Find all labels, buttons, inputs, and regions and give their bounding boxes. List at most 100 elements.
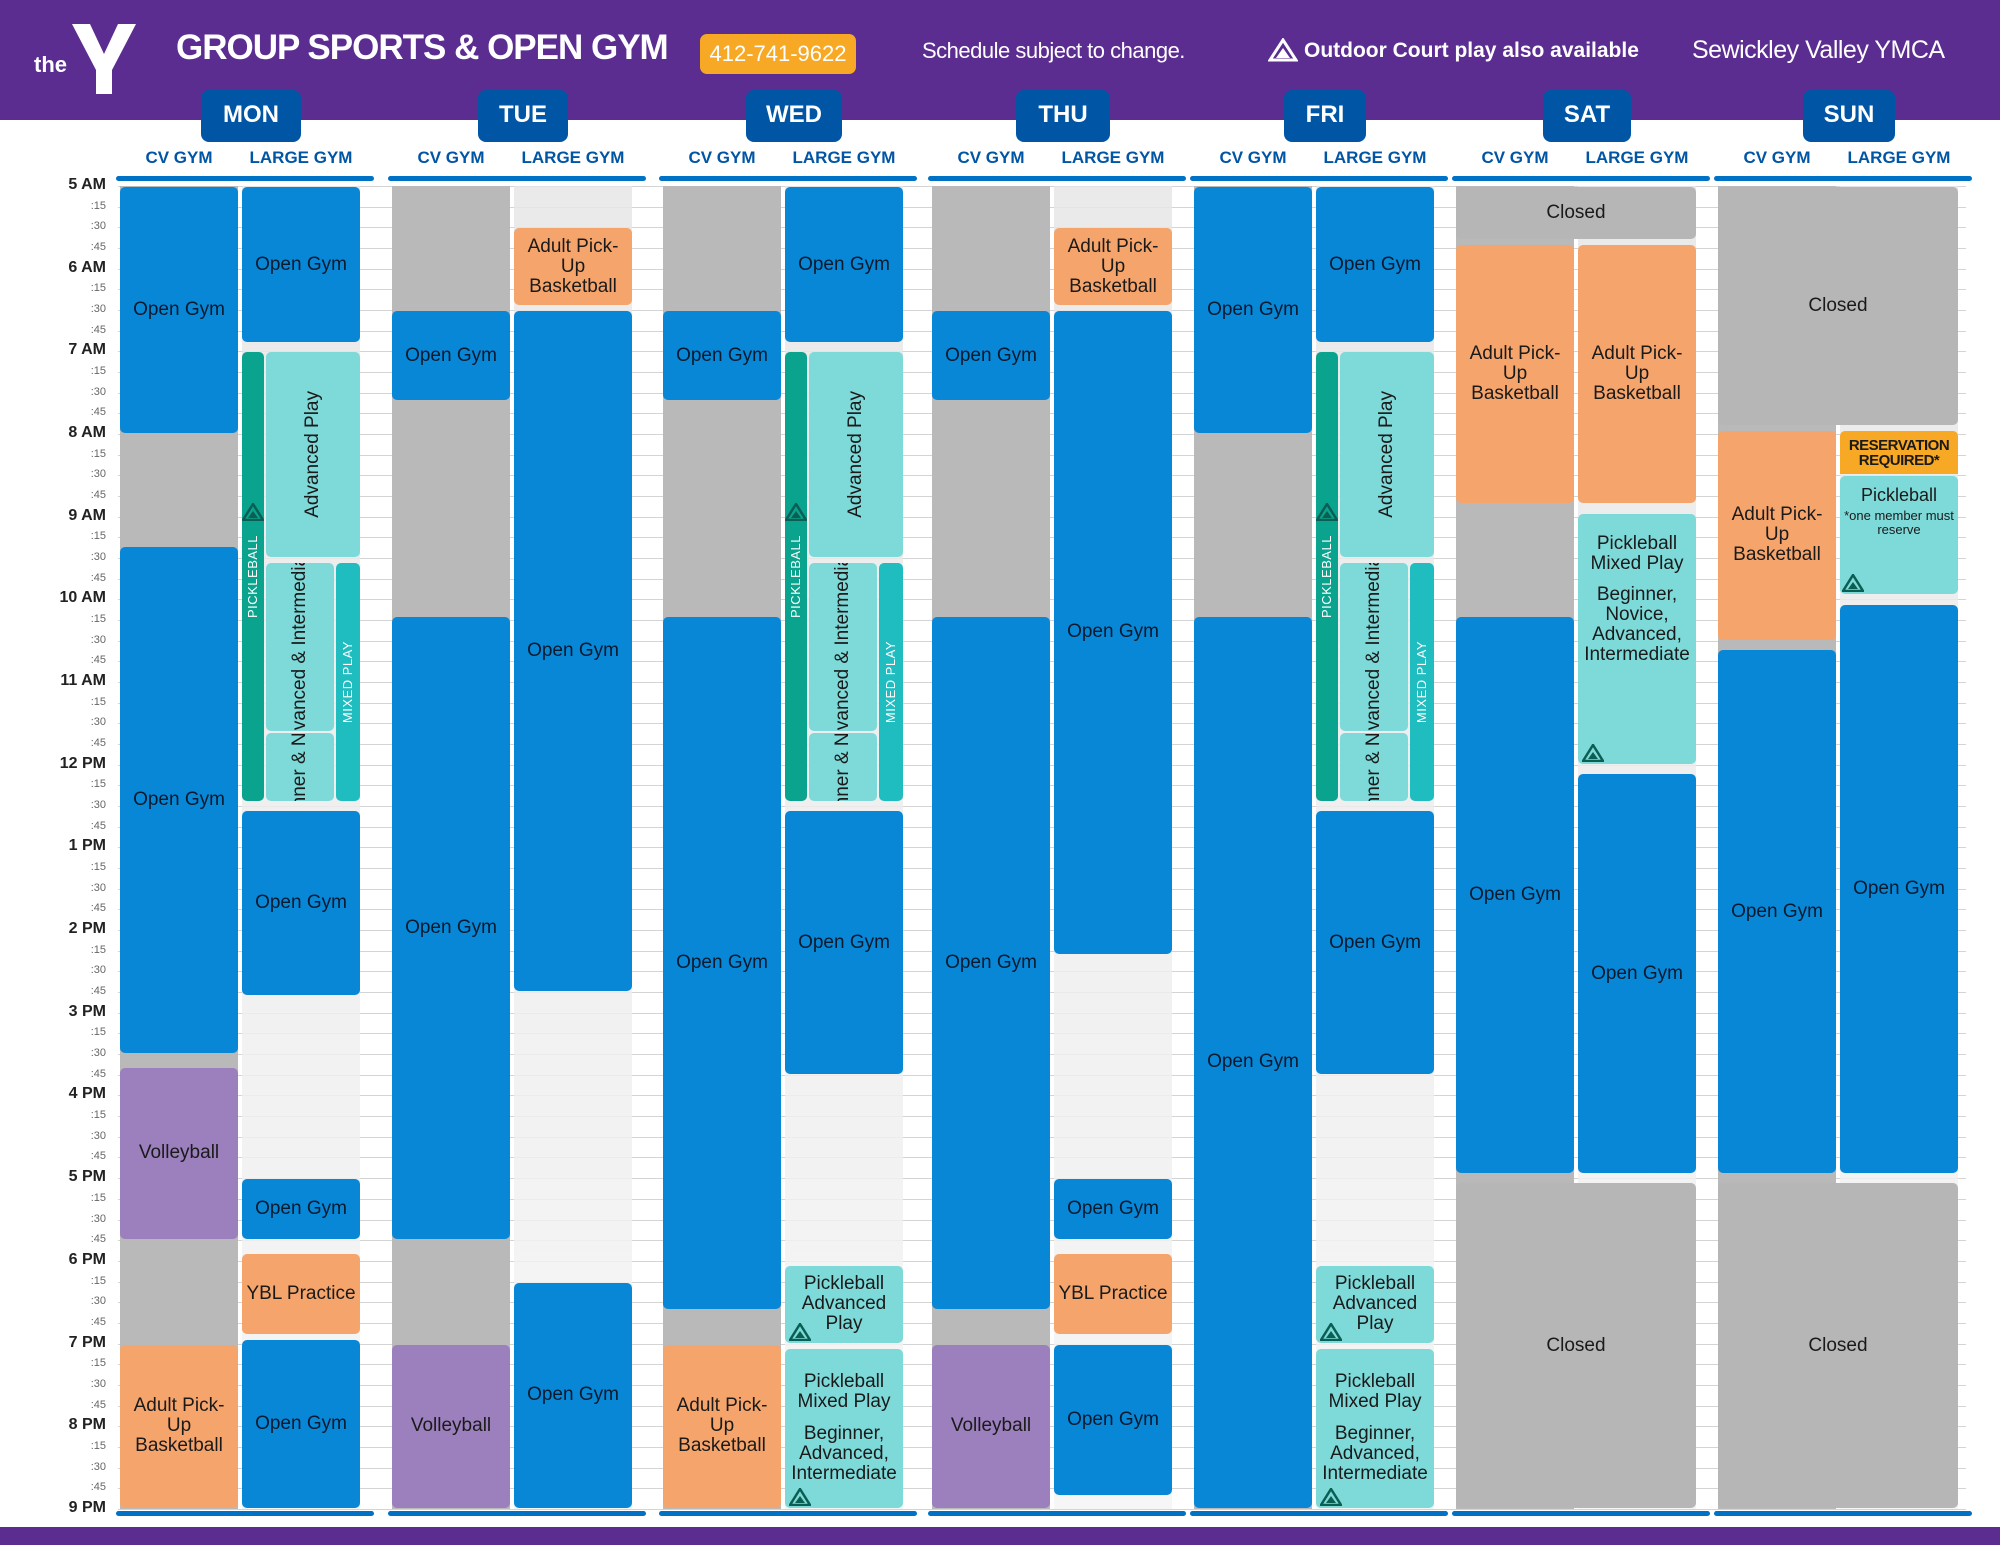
event-block[interactable]: Open Gym xyxy=(1054,1179,1172,1240)
event-block[interactable]: Adult Pick-Up Basketball xyxy=(1578,244,1696,504)
event-label: Open Gym xyxy=(1067,1198,1159,1220)
day-tab-tue[interactable]: TUE xyxy=(478,90,568,142)
day-bottom-bar xyxy=(1452,1510,1710,1516)
phone-number[interactable]: 412-741-9622 xyxy=(700,34,856,74)
gym-label-large: LARGE GYM xyxy=(1585,148,1689,167)
event-block[interactable]: Open Gym xyxy=(1054,311,1172,954)
event-block[interactable]: Open Gym xyxy=(663,616,781,1310)
event-block[interactable]: Advanced & Intermediate xyxy=(1340,563,1408,731)
time-label-hour: 8 AM xyxy=(68,424,106,442)
event-block[interactable]: Closed xyxy=(1456,1183,1696,1508)
day-tab-fri[interactable]: FRI xyxy=(1284,90,1366,142)
outdoor-court-icon xyxy=(1842,574,1864,593)
event-block[interactable]: Adult Pick-Up Basketball xyxy=(663,1344,781,1508)
event-label: Open Gym xyxy=(527,640,619,662)
event-block[interactable]: Open Gym xyxy=(1840,604,1958,1174)
event-label: YBL Practice xyxy=(246,1282,356,1304)
event-block[interactable]: PICKLEBALL xyxy=(785,352,807,801)
day-bottom-bar xyxy=(1190,1510,1448,1516)
event-block[interactable]: Open Gym xyxy=(392,616,510,1240)
event-block[interactable]: Adult Pick-Up Basketball xyxy=(1054,228,1172,305)
event-label: Closed xyxy=(1808,294,1868,316)
event-block[interactable]: Closed xyxy=(1456,187,1696,239)
event-block[interactable]: Adult Pick-Up Basketball xyxy=(120,1344,238,1508)
event-block[interactable]: PICKLEBALL xyxy=(242,352,264,801)
event-block[interactable]: YBL Practice xyxy=(1054,1253,1172,1335)
event-block[interactable]: Volleyball xyxy=(932,1344,1050,1508)
event-block[interactable]: Open Gym xyxy=(392,311,510,400)
event-block[interactable]: Open Gym xyxy=(1194,616,1312,1508)
event-sub-label: Beginner, Advanced, Intermediate xyxy=(1322,1423,1428,1485)
event-label: Open Gym xyxy=(527,1384,619,1406)
event-label: Open Gym xyxy=(133,299,225,321)
event-block[interactable]: Closed xyxy=(1718,1183,1958,1508)
day-tab-wed[interactable]: WED xyxy=(746,90,842,142)
event-block[interactable]: PICKLEBALL xyxy=(1316,352,1338,801)
time-label-quarter: :15 xyxy=(90,1357,106,1370)
event-block[interactable]: Pickleball*one member must reserve xyxy=(1840,476,1958,595)
event-block[interactable]: Open Gym xyxy=(242,811,360,996)
event-block[interactable]: Open Gym xyxy=(785,187,903,343)
event-label: Volleyball xyxy=(950,1415,1032,1437)
event-block[interactable]: Open Gym xyxy=(120,187,238,434)
day-tab-mon[interactable]: MON xyxy=(201,90,301,142)
event-block[interactable]: Open Gym xyxy=(1316,187,1434,343)
event-block[interactable]: Open Gym xyxy=(1578,774,1696,1173)
gym-label-large: LARGE GYM xyxy=(521,148,625,167)
day-tab-sat[interactable]: SAT xyxy=(1543,90,1631,142)
event-block[interactable]: Pickleball Advanced Play xyxy=(785,1265,903,1343)
event-block[interactable]: Open Gym xyxy=(242,187,360,343)
time-label-hour: 12 PM xyxy=(59,754,106,772)
event-block[interactable]: Open Gym xyxy=(120,546,238,1054)
event-block[interactable]: Open Gym xyxy=(514,311,632,992)
event-block[interactable]: Advanced Play xyxy=(809,352,903,558)
time-label-hour: 7 AM xyxy=(68,341,106,359)
event-block[interactable]: Open Gym xyxy=(785,811,903,1074)
day-bottom-bar xyxy=(1714,1510,1972,1516)
event-block[interactable]: Open Gym xyxy=(1456,616,1574,1173)
day-tab-sun[interactable]: SUN xyxy=(1803,90,1895,142)
event-block[interactable]: Open Gym xyxy=(514,1282,632,1508)
event-block[interactable]: Open Gym xyxy=(1194,187,1312,434)
event-block[interactable]: Advanced & Intermediate xyxy=(809,563,877,731)
day-tab-thu[interactable]: THU xyxy=(1016,90,1110,142)
event-block[interactable]: Adult Pick-Up Basketball xyxy=(514,228,632,305)
event-block[interactable]: Volleyball xyxy=(392,1344,510,1508)
event-label: Open Gym xyxy=(676,952,768,974)
event-block[interactable]: Advanced & Intermediate xyxy=(266,563,334,731)
event-block[interactable]: Open Gym xyxy=(1316,811,1434,1074)
event-block[interactable]: Open Gym xyxy=(663,311,781,400)
event-block[interactable]: Advanced Play xyxy=(1340,352,1434,558)
event-block[interactable]: Open Gym xyxy=(932,616,1050,1310)
event-block[interactable]: Beginner & Novice xyxy=(809,732,877,801)
event-block[interactable]: Open Gym xyxy=(242,1340,360,1508)
event-block[interactable]: Beginner & Novice xyxy=(266,732,334,801)
event-block[interactable]: Open Gym xyxy=(932,311,1050,400)
event-block[interactable]: MIXED PLAY xyxy=(879,563,903,801)
event-block[interactable]: Beginner & Novice xyxy=(1340,732,1408,801)
event-block[interactable]: Volleyball xyxy=(120,1067,238,1240)
event-block[interactable]: RESERVATION REQUIRED* xyxy=(1840,430,1958,475)
time-label-quarter: :30 xyxy=(90,1460,106,1473)
event-block[interactable]: MIXED PLAY xyxy=(336,563,360,801)
event-label: Advanced & Intermediate xyxy=(1363,563,1385,731)
event-label: Open Gym xyxy=(798,253,890,275)
event-block[interactable]: Open Gym xyxy=(1054,1344,1172,1496)
event-label: MIXED PLAY xyxy=(883,641,899,724)
event-label: Open Gym xyxy=(1067,1409,1159,1431)
event-block[interactable]: Open Gym xyxy=(1718,650,1836,1174)
event-block[interactable]: Adult Pick-Up Basketball xyxy=(1456,244,1574,504)
event-label: Pickleball Mixed Play xyxy=(1590,532,1684,574)
time-label-quarter: :15 xyxy=(90,199,106,212)
event-block[interactable]: MIXED PLAY xyxy=(1410,563,1434,801)
time-label-quarter: :30 xyxy=(90,1047,106,1060)
event-label: Advanced & Intermediate xyxy=(289,563,311,731)
event-block[interactable]: Open Gym xyxy=(242,1179,360,1240)
event-block[interactable]: Advanced Play xyxy=(266,352,360,558)
event-block[interactable]: YBL Practice xyxy=(242,1253,360,1335)
event-block[interactable]: Closed xyxy=(1718,187,1958,425)
event-block[interactable]: Adult Pick-Up Basketball xyxy=(1718,430,1836,640)
